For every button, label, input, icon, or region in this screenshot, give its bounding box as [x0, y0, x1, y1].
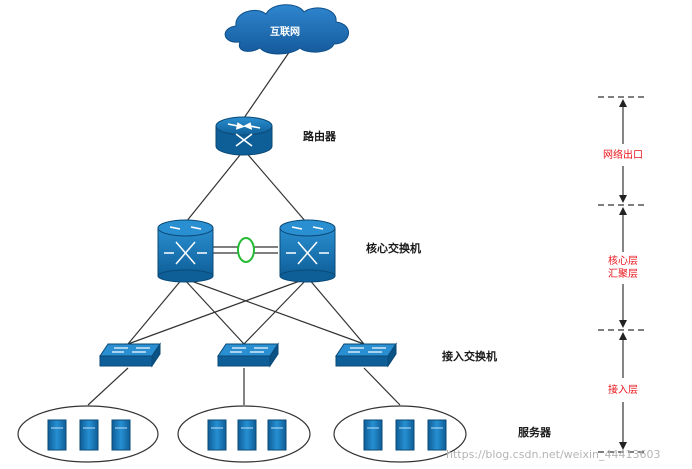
server-icon	[79, 419, 99, 451]
internet-cloud-icon	[224, 4, 349, 55]
server-icon	[363, 419, 383, 451]
tier-label-access: 接入层	[608, 385, 638, 396]
server-icon	[267, 419, 287, 451]
router-icon	[215, 116, 273, 156]
server-icon	[47, 419, 67, 451]
watermark-text: https://blog.csdn.net/weixin_44413603	[446, 448, 661, 461]
link-core-left-access-3	[182, 277, 365, 345]
server-group-1	[17, 405, 159, 463]
router-label: 路由器	[303, 130, 336, 143]
server-icon	[111, 419, 131, 451]
access-switch-label: 接入交换机	[442, 350, 497, 363]
link-router-core-left	[185, 149, 245, 223]
server-icon	[395, 419, 415, 451]
core-switch-label: 核心交换机	[366, 242, 421, 255]
server-icon	[427, 419, 447, 451]
link-core-right-access-1	[127, 277, 309, 345]
link-access-1-servers	[87, 367, 129, 406]
tier-arrowheads	[619, 99, 627, 450]
access-switch-3-icon	[335, 342, 397, 368]
link-router-core-right	[243, 149, 307, 223]
tier-label-core-line2: 汇聚层	[608, 269, 638, 280]
link-core-left-access-2	[182, 277, 245, 345]
access-switch-2-icon	[217, 342, 279, 368]
stack-link-icon	[237, 237, 255, 263]
link-access-3-servers	[363, 367, 401, 406]
internet-label: 互联网	[270, 27, 300, 38]
server-icon	[237, 419, 257, 451]
core-switch-left-icon	[157, 219, 214, 283]
server-icon	[207, 419, 227, 451]
link-core-right-access-2	[243, 277, 309, 345]
server-group-3	[333, 405, 467, 463]
servers-label: 服务器	[518, 426, 551, 439]
link-internet-router	[243, 47, 293, 119]
core-switch-right-icon	[279, 219, 336, 283]
tier-label-exit: 网络出口	[603, 150, 643, 161]
access-switch-1-icon	[99, 342, 161, 368]
server-group-2	[177, 405, 311, 463]
tier-label-core: 核心层 汇聚层	[603, 255, 643, 281]
link-core-left-access-1	[127, 277, 184, 345]
link-core-right-access-3	[307, 277, 365, 345]
tier-scale	[598, 96, 648, 453]
tier-label-core-line1: 核心层	[608, 256, 638, 267]
